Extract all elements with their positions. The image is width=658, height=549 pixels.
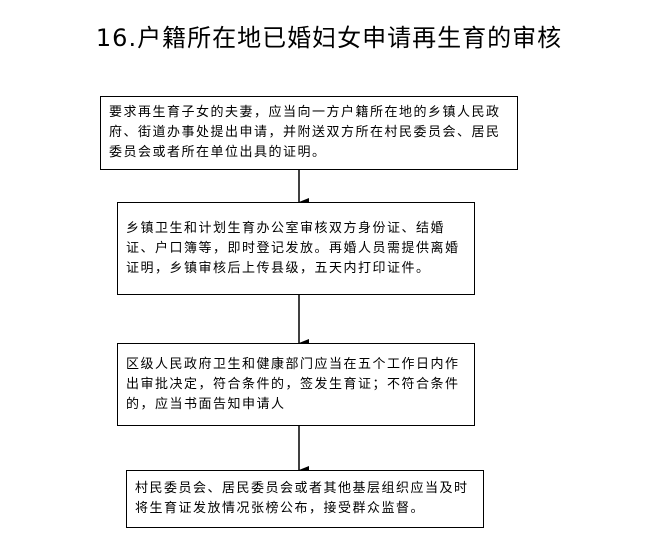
step-3-text: 区级人民政府卫生和健康部门应当在五个工作日内作出审批决定，符合条件的，签发生育证… (126, 356, 460, 412)
step-2-box: 乡镇卫生和计划生育办公室审核双方身份证、结婚证、户口簿等，即时登记发放。再婚人员… (117, 202, 475, 295)
step-1-text: 要求再生育子女的夫妻，应当向一方户籍所在地的乡镇人民政府、街道办事处提出申请，并… (109, 105, 501, 160)
step-4-box: 村民委员会、居民委员会或者其他基层组织应当及时将生育证发放情况张榜公布，接受群众… (126, 470, 484, 528)
page-title: 16.户籍所在地已婚妇女申请再生育的审核 (95, 24, 563, 52)
step-4-text: 村民委员会、居民委员会或者其他基层组织应当及时将生育证发放情况张榜公布，接受群众… (135, 481, 469, 516)
step-1-box: 要求再生育子女的夫妻，应当向一方户籍所在地的乡镇人民政府、街道办事处提出申请，并… (100, 96, 518, 170)
step-3-box: 区级人民政府卫生和健康部门应当在五个工作日内作出审批决定，符合条件的，签发生育证… (117, 343, 475, 426)
step-2-text: 乡镇卫生和计划生育办公室审核双方身份证、结婚证、户口簿等，即时登记发放。再婚人员… (126, 220, 460, 276)
